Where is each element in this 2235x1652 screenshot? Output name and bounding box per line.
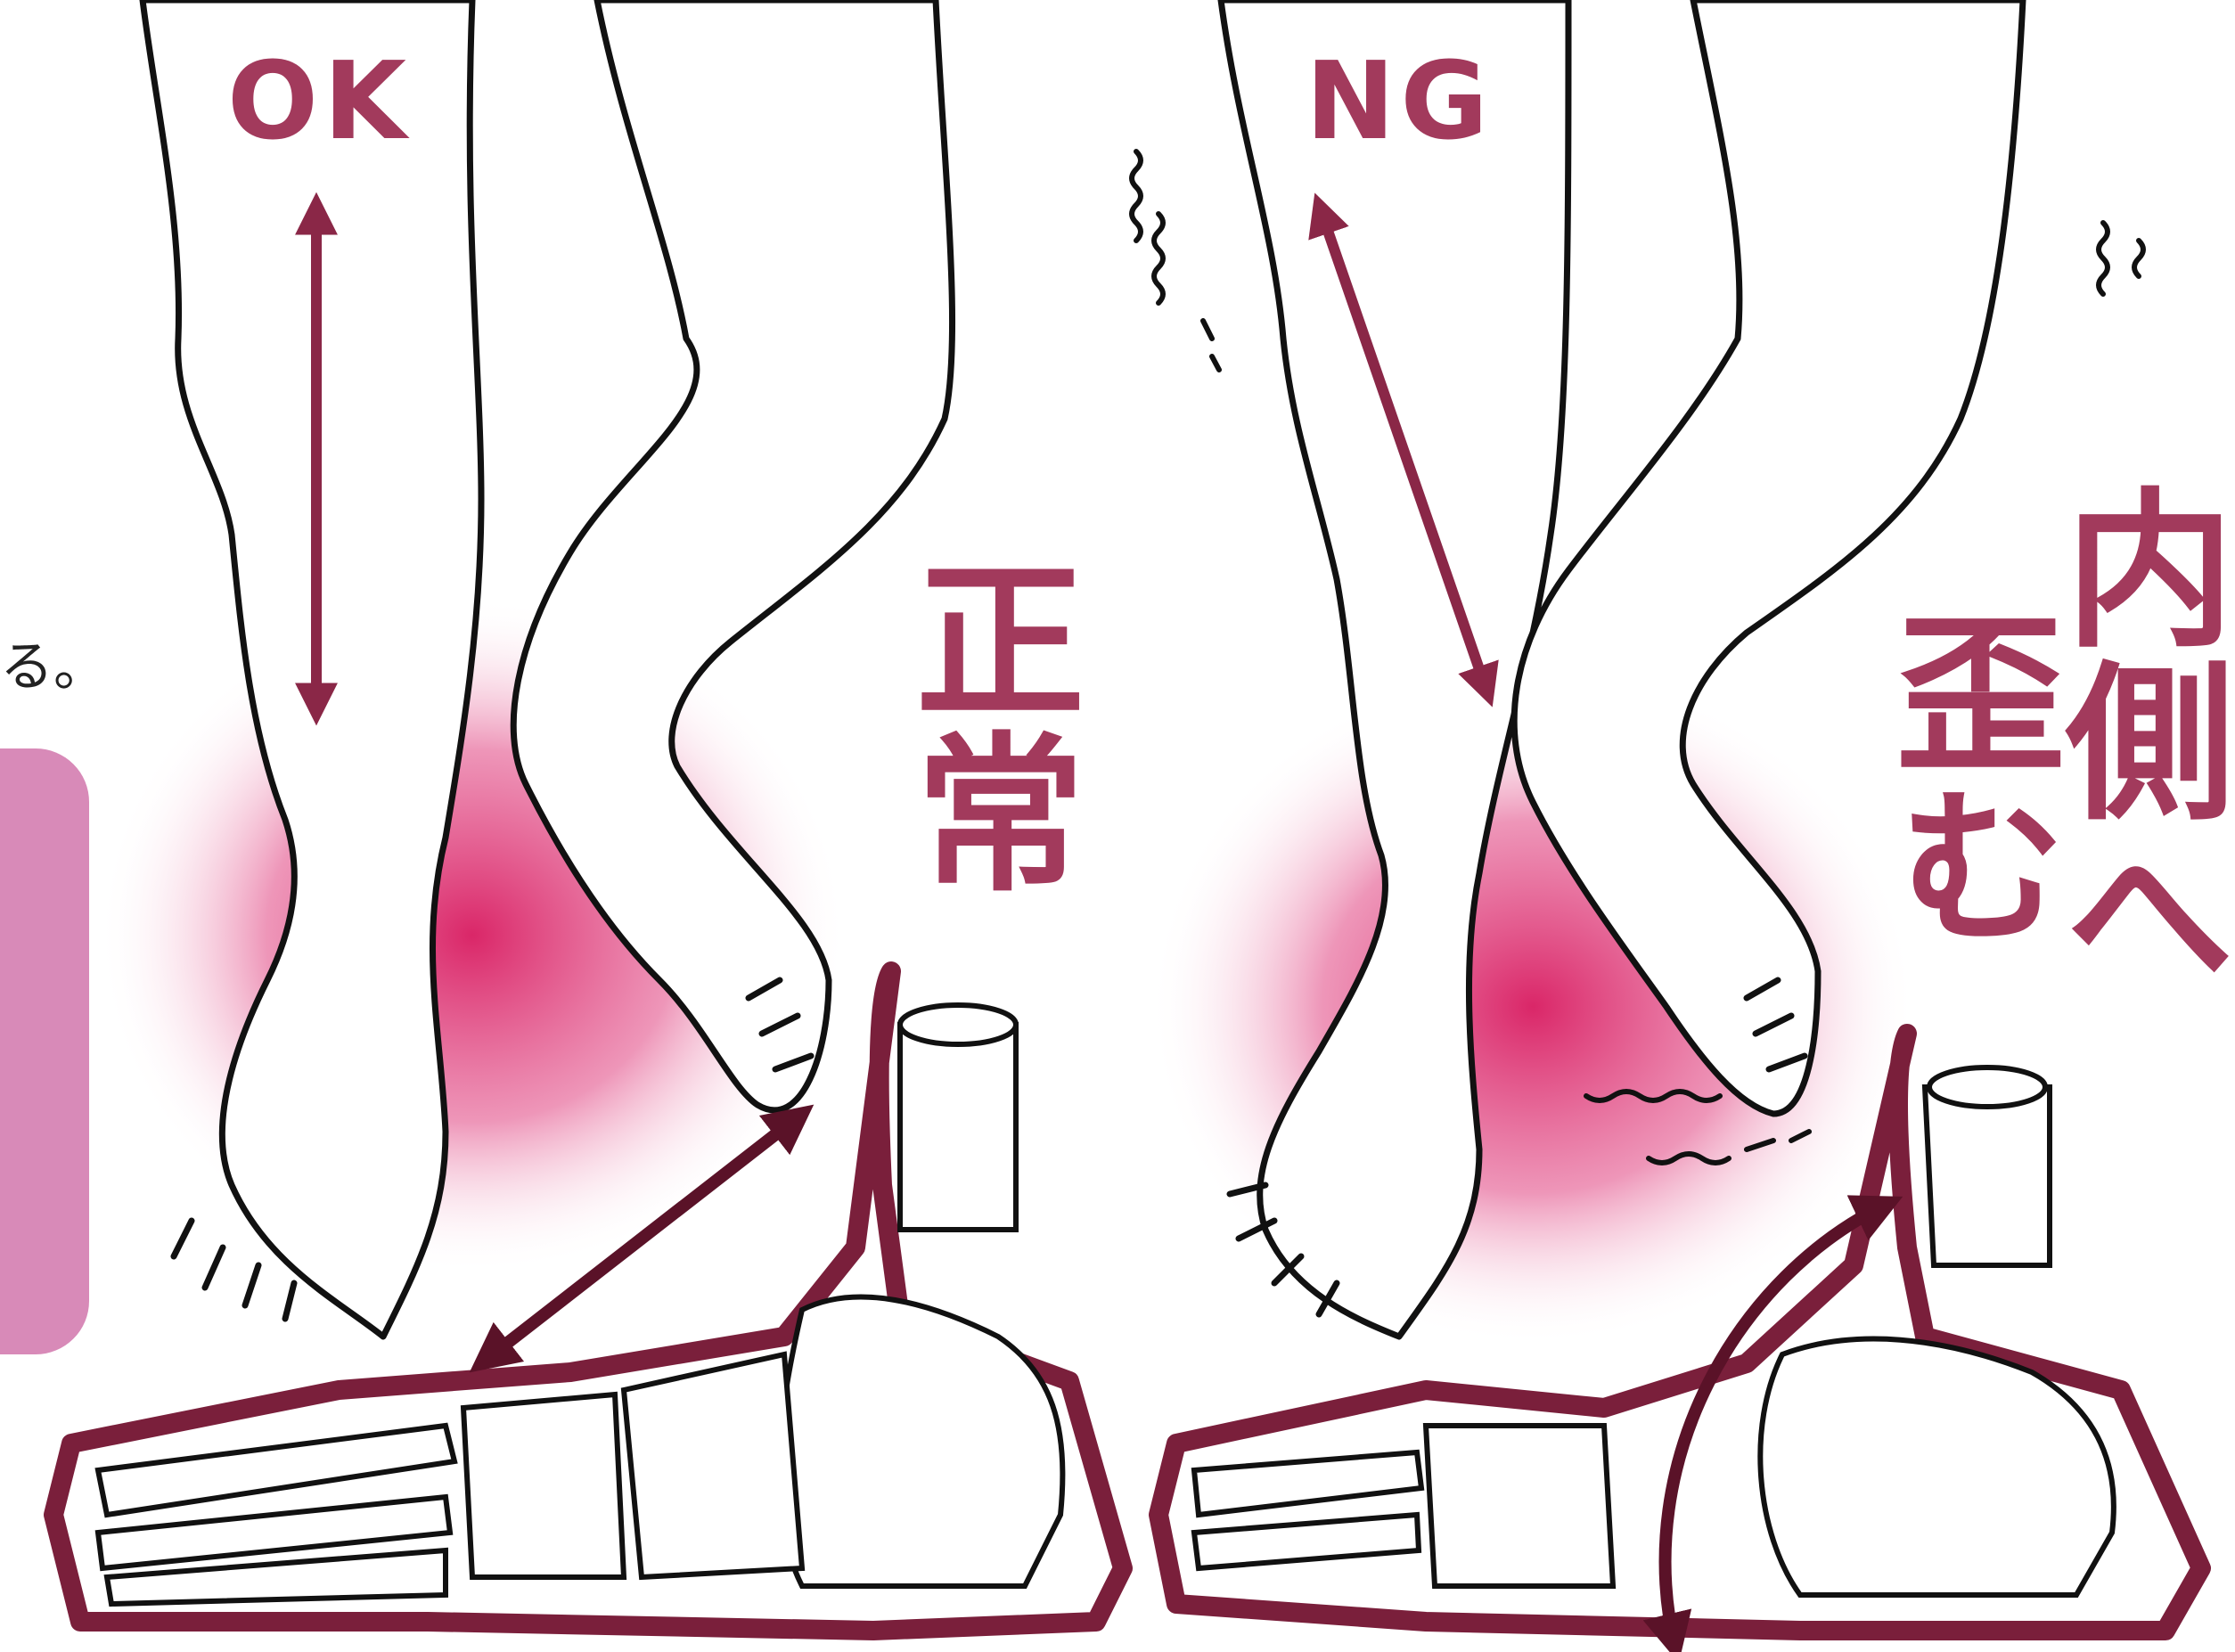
ok-label: OK: [227, 49, 412, 156]
side-panel: [0, 748, 89, 1354]
ng-label: NG: [1306, 49, 1494, 156]
edge-text-fragment: る。: [0, 624, 107, 701]
distort-caption: 歪む: [1880, 606, 2050, 952]
normal-caption: 正常: [900, 552, 1069, 898]
inward-caption: 内側へ: [2050, 481, 2219, 1000]
